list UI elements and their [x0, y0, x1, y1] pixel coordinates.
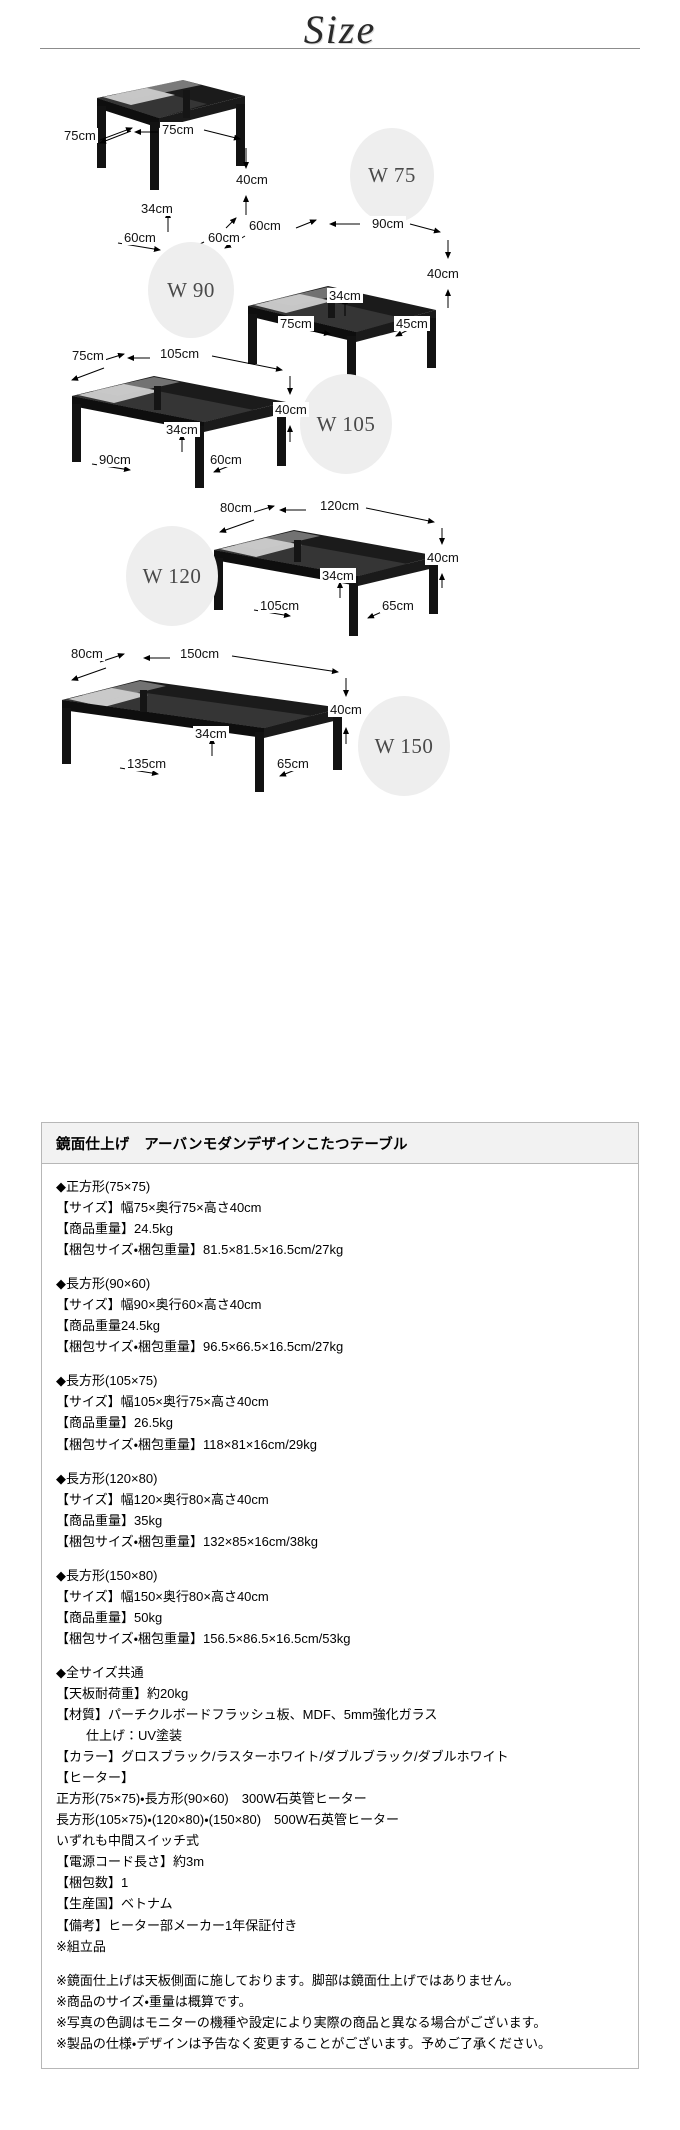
specification-box: 鏡面仕上げ アーバンモダンデザインこたつテーブル ◆正方形(75×75) 【サイズ… — [41, 1122, 639, 2069]
dim-w150-inner-depth: 65cm — [275, 756, 311, 771]
spec-note: ※商品のサイズ・重量は概算です。 — [56, 1993, 252, 2009]
dim-w90-depth-top: 60cm — [247, 218, 283, 233]
spec-group-heading: ◆長方形(90×60) — [56, 1276, 151, 1292]
spec-group-heading: ◆正方形(75×75) — [56, 1179, 151, 1194]
spec-line: 正方形(75×75)・長方形(90×60) 300W石英管ヒーター — [56, 1791, 367, 1807]
spec-title: 鏡面仕上げ アーバンモダンデザインこたつテーブル — [42, 1123, 638, 1164]
dim-lines-w120 — [219, 504, 445, 619]
dim-w150-depth-top: 80cm — [69, 646, 105, 661]
dim-w150-height-total: 40cm — [328, 702, 364, 717]
spec-line: 【商品重量】35kg — [56, 1512, 163, 1528]
dim-w105-height-total: 40cm — [273, 402, 309, 417]
dim-w120-inner-width: 105cm — [258, 598, 302, 613]
spec-group: ◆全サイズ共通【天板耐荷重】約20kg 【材質】パーチクルボードフラッシュ板、MD… — [56, 1662, 624, 1957]
size-diagrams: 75cm 75cm 40cm 34cm 60cm 60cm W 75 — [0, 60, 680, 806]
dim-w105-inner-width: 90cm — [97, 452, 133, 467]
spec-line: 【商品重量24.5kg — [56, 1318, 161, 1334]
dim-w120-height-total: 40cm — [425, 550, 461, 565]
spec-line: 【サイズ】幅75×奥行75×高さ40cm — [56, 1200, 262, 1216]
page-header: Size — [0, 0, 680, 60]
dim-w150-width-top: 150cm — [178, 646, 222, 661]
dim-w105-inner-depth: 60cm — [208, 452, 244, 467]
spec-line: 【電源コード長さ】約3m — [56, 1854, 205, 1870]
spec-line: 【サイズ】幅150×奥行80×高さ40cm — [56, 1588, 269, 1604]
badge-w75: W 75 — [350, 128, 434, 223]
spec-group: ◆正方形(75×75) 【サイズ】幅75×奥行75×高さ40cm 【商品重量】24.… — [56, 1176, 624, 1260]
spec-group-heading: ◆長方形(150×80) — [56, 1567, 158, 1583]
dim-w150-height-inner: 34cm — [193, 726, 229, 741]
spec-line: 【サイズ】幅90×奥行60×高さ40cm — [56, 1297, 262, 1313]
dim-w75-depth-top: 75cm — [62, 128, 98, 143]
spec-group: ◆長方形(105×75) 【サイズ】幅105×奥行75×高さ40cm 【商品重量】2… — [56, 1370, 624, 1454]
diagram-w150: 80cm 150cm 40cm 34cm 135cm 65cm W 150 — [0, 646, 680, 806]
spec-group-heading: ◆長方形(120×80) — [56, 1470, 158, 1486]
dim-w75-inner-width: 60cm — [122, 230, 158, 245]
spec-line: 仕上げ：UV塗装 — [86, 1728, 183, 1744]
diagram-w75: 75cm 75cm 40cm 34cm 60cm 60cm W 75 — [0, 60, 680, 252]
dim-w75-height-total: 40cm — [234, 172, 270, 187]
spec-note: ※鏡面仕上げは天板側面に施しております。脚部は鏡面仕上げではありません。 — [56, 1972, 520, 1988]
table-illustration-w75 — [97, 80, 245, 190]
spec-line: 【サイズ】幅105×奥行75×高さ40cm — [56, 1394, 269, 1410]
badge-w90: W 90 — [148, 242, 234, 338]
spec-note: ※写真の色調はモニターの機種や設定により実際の商品と異なる場合がございます。 — [56, 2014, 547, 2030]
badge-w120: W 120 — [126, 526, 218, 626]
dim-w90-inner-width: 75cm — [278, 316, 314, 331]
spec-line: 【材質】パーチクルボードフラッシュ板、MDF、5mm強化ガラス — [56, 1707, 438, 1723]
spec-notes: ※鏡面仕上げは天板側面に施しております。脚部は鏡面仕上げではありません。 ※商品の… — [56, 1970, 624, 2054]
dim-w75-inner-depth: 60cm — [206, 230, 242, 245]
dim-w90-inner-depth: 45cm — [394, 316, 430, 331]
spec-line: 【梱包サイズ・梱包重量】118×81×16cm/29kg — [56, 1436, 317, 1452]
spec-line: ※組立品 — [56, 1938, 106, 1954]
spec-group: ◆長方形(120×80) 【サイズ】幅120×奥行80×高さ40cm 【商品重量】3… — [56, 1468, 624, 1552]
spec-note: ※製品の仕様・デザインは予告なく変更することがございます。予めご了承ください。 — [56, 2035, 552, 2051]
dim-w120-inner-depth: 65cm — [380, 598, 416, 613]
spec-group-heading: ◆長方形(105×75) — [56, 1373, 158, 1389]
dim-w105-width-top: 105cm — [158, 346, 202, 361]
spec-line: いずれも中間スイッチ式 — [56, 1833, 200, 1849]
dim-w120-width-top: 120cm — [318, 498, 362, 513]
diagram-w90: 60cm 90cm 40cm 34cm 75cm 45cm W 90 — [0, 198, 680, 390]
dim-w90-height-total: 40cm — [425, 266, 461, 281]
diagram-w105: 75cm 105cm 40cm 34cm 90cm 60cm W 105 — [0, 346, 680, 496]
badge-w150: W 150 — [358, 696, 450, 796]
spec-line: 【商品重量】24.5kg — [56, 1221, 174, 1237]
spec-line: 【梱包サイズ・梱包重量】81.5×81.5×16.5cm/27kg — [56, 1242, 344, 1258]
page-title: Size — [303, 7, 377, 52]
spec-group: ◆長方形(90×60) 【サイズ】幅90×奥行60×高さ40cm 【商品重量24.5… — [56, 1273, 624, 1357]
spec-line: 【生産国】ベトナム — [56, 1896, 173, 1912]
spec-line: 【天板耐荷重】約20kg — [56, 1685, 189, 1701]
dim-w75-width-top: 75cm — [160, 122, 196, 137]
spec-line: 【商品重量】26.5kg — [56, 1415, 174, 1431]
header-divider — [40, 48, 640, 49]
dim-w105-height-inner: 34cm — [164, 422, 200, 437]
spec-line: 【ヒーター】 — [56, 1770, 135, 1786]
spec-group: ◆長方形(150×80) 【サイズ】幅150×奥行80×高さ40cm 【商品重量】5… — [56, 1565, 624, 1649]
dim-w75-height-inner: 34cm — [139, 201, 175, 216]
spec-line: 【梱包数】1 — [56, 1875, 129, 1891]
dim-w90-width-top: 90cm — [370, 216, 406, 231]
dim-w150-inner-width: 135cm — [125, 756, 169, 771]
diagram-w120: 80cm 120cm 40cm 34cm 105cm 65cm W 120 — [0, 496, 680, 646]
spec-line: 【商品重量】50kg — [56, 1609, 163, 1625]
spec-line: 【備考】ヒーター部メーカー1年保証付き — [56, 1917, 298, 1933]
spec-line: 長方形(105×75)・(120×80)・(150×80) 500W石英管ヒータ… — [56, 1812, 399, 1828]
dim-w105-depth-top: 75cm — [70, 348, 106, 363]
spec-line: 【梱包サイズ・梱包重量】132×85×16cm/38kg — [56, 1533, 318, 1549]
dim-w120-height-inner: 34cm — [320, 568, 356, 583]
spec-line: 【梱包サイズ・梱包重量】156.5×86.5×16.5cm/53kg — [56, 1630, 351, 1646]
table-illustration-w150 — [62, 680, 342, 792]
dim-w120-depth-top: 80cm — [218, 500, 254, 515]
spec-line: 【梱包サイズ・梱包重量】96.5×66.5×16.5cm/27kg — [56, 1339, 344, 1355]
spec-body: ◆正方形(75×75) 【サイズ】幅75×奥行75×高さ40cm 【商品重量】24.… — [42, 1164, 638, 2068]
badge-w105: W 105 — [300, 374, 392, 474]
spec-group-heading: ◆全サイズ共通 — [56, 1664, 144, 1680]
dim-w90-height-inner: 34cm — [327, 288, 363, 303]
spec-line: 【カラー】グロスブラック/ラスターホワイト/ダブルブラック/ダブルホワイト — [56, 1749, 509, 1765]
spec-line: 【サイズ】幅120×奥行80×高さ40cm — [56, 1491, 269, 1507]
